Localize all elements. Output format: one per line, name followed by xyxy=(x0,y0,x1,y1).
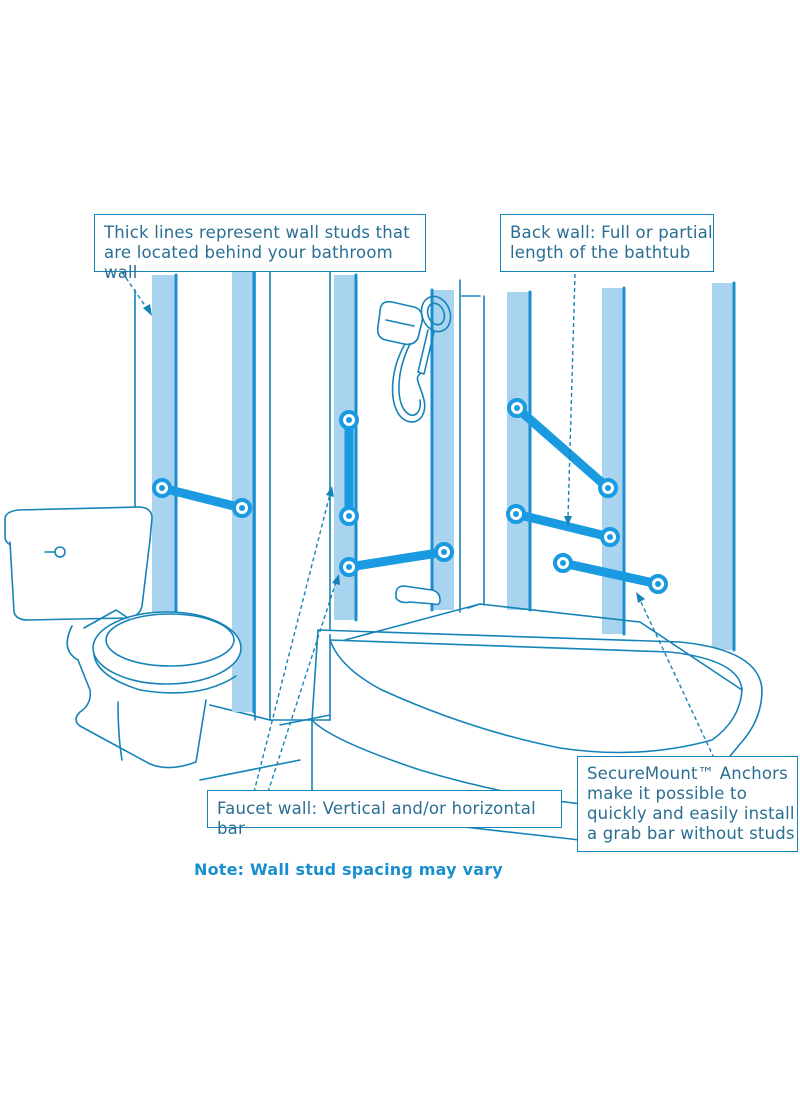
callout-anchors: SecureMount™ Anchors make it possible to… xyxy=(577,756,798,852)
pointer-back-wall xyxy=(567,273,576,519)
callout-anchors-line3: quickly and easily install xyxy=(587,804,795,823)
callout-back-wall-line2: length of the bathtub xyxy=(510,243,691,262)
wall-stud-back-1 xyxy=(507,290,532,612)
grab-bar-faucet-vertical xyxy=(339,410,359,526)
note-stud-spacing: Note: Wall stud spacing may vary xyxy=(194,860,503,879)
arrowhead-studs xyxy=(143,304,152,316)
toilet-icon xyxy=(4,506,242,769)
grab-bar-back-horizontal xyxy=(506,504,620,547)
wall-stud-left-2 xyxy=(232,270,256,714)
arrowhead-back-wall xyxy=(564,516,572,526)
grab-bar-toilet-wall xyxy=(152,478,252,518)
floor xyxy=(199,714,331,781)
callout-back-wall: Back wall: Full or partial length of the… xyxy=(500,214,714,272)
callout-back-wall-line1: Back wall: Full or partial xyxy=(510,223,713,242)
arrowhead-anchors xyxy=(636,592,645,603)
pointer-faucet-vertical xyxy=(253,493,331,793)
grab-bar-anchors xyxy=(553,553,668,594)
callout-faucet-wall-line1: Faucet wall: Vertical and/or horizontal … xyxy=(217,799,536,838)
handheld-shower-icon xyxy=(376,295,452,423)
wall-stud-left-1 xyxy=(152,273,178,617)
callout-anchors-line1: SecureMount™ Anchors xyxy=(587,764,788,783)
arrowhead-faucet-horizontal xyxy=(332,574,340,585)
pointer-studs xyxy=(121,271,149,311)
callout-anchors-line2: make it possible to xyxy=(587,784,748,803)
grab-bar-faucet-horizontal xyxy=(339,542,454,577)
callout-anchors-line4: a grab bar without studs xyxy=(587,824,795,843)
grab-bar-back-diagonal xyxy=(507,398,618,498)
bathtub-icon xyxy=(311,585,763,841)
callout-faucet-wall: Faucet wall: Vertical and/or horizontal … xyxy=(207,790,562,838)
callout-studs: Thick lines represent wall studs that ar… xyxy=(94,214,426,282)
callout-studs-line2: are located behind your bathroom wall xyxy=(104,243,393,282)
wall-stud-faucet-2 xyxy=(430,288,454,612)
pointer-faucet-horizontal xyxy=(267,581,337,793)
wall-stud-back-2 xyxy=(602,286,626,636)
wall-stud-back-3 xyxy=(712,281,736,652)
arrowhead-faucet-vertical xyxy=(326,486,334,497)
callout-studs-line1: Thick lines represent wall studs that xyxy=(104,223,410,242)
pointer-anchors xyxy=(639,599,715,759)
back-wall xyxy=(461,295,485,606)
